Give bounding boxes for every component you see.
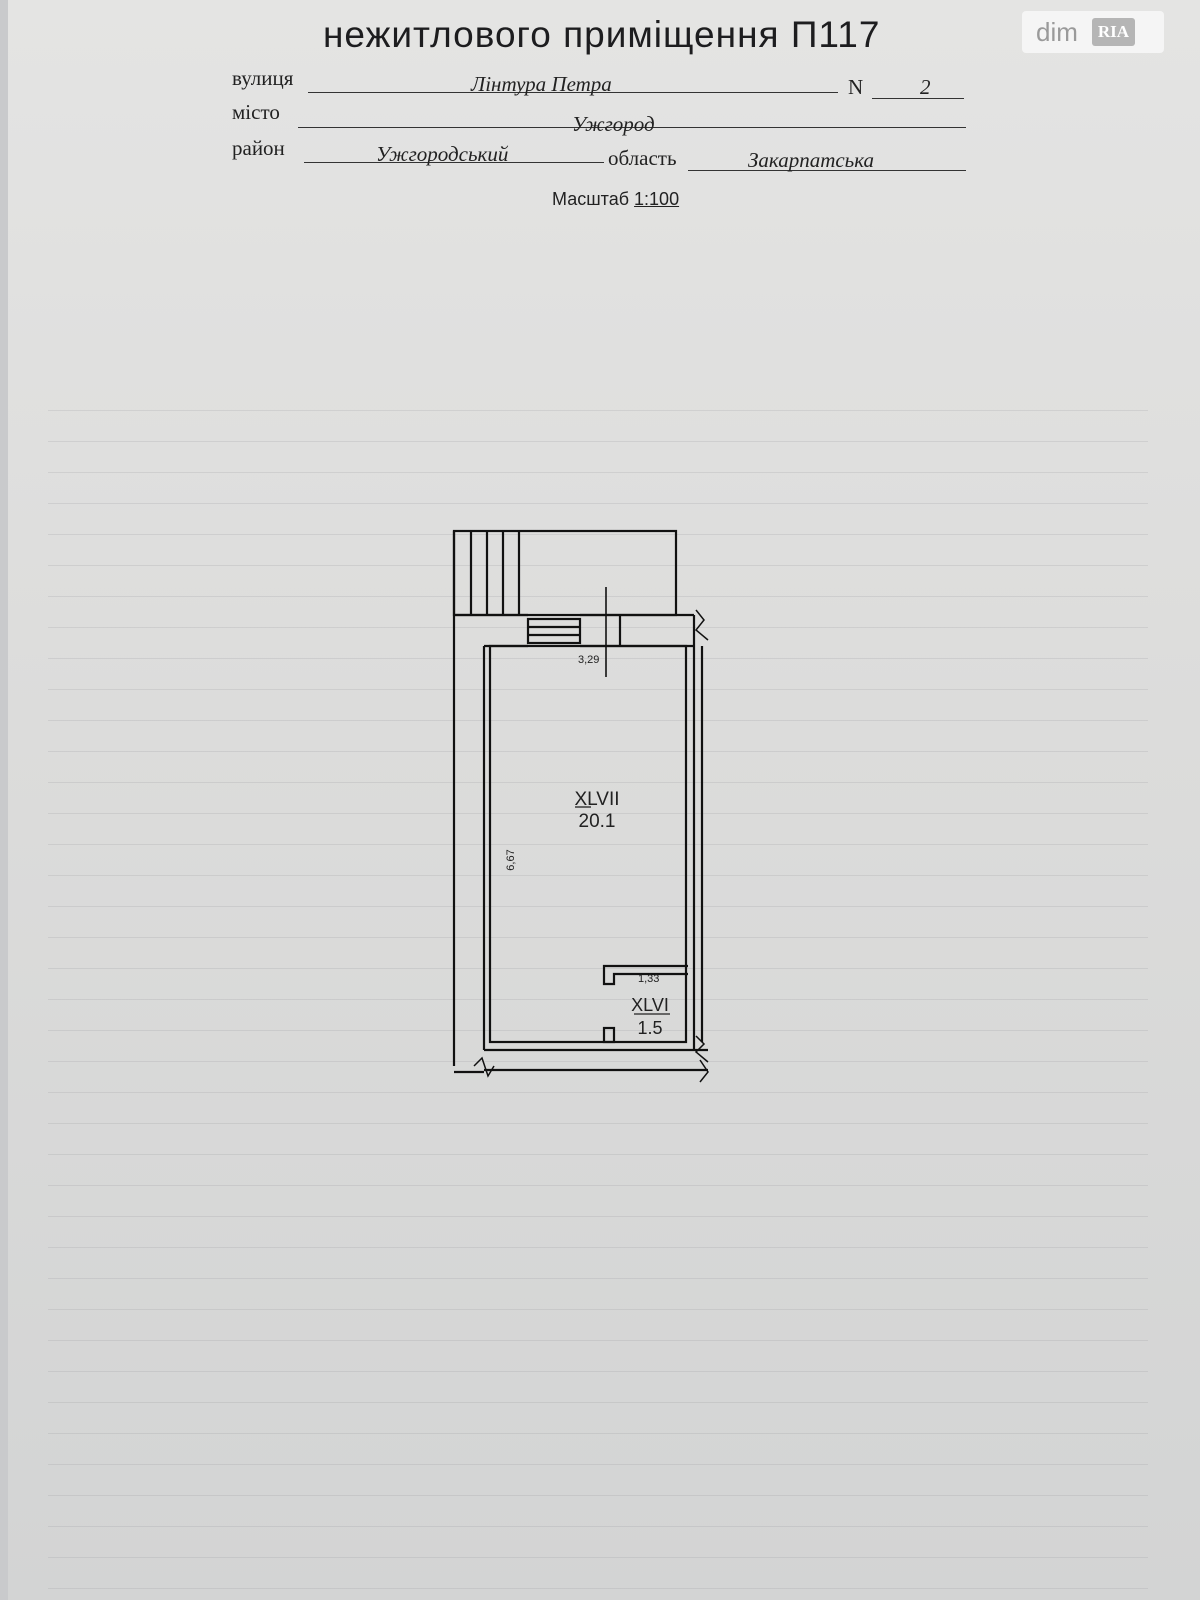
door-steps (526, 617, 582, 645)
dim-small: 1,33 (638, 973, 659, 985)
number-value: 2 (920, 75, 931, 99)
dim-ria-watermark: dim RIA (1022, 11, 1164, 53)
scale-note: Масштаб 1:100 (552, 189, 679, 210)
room-main-id: XLVII (574, 789, 619, 810)
dim-length: 6,67 (505, 849, 517, 870)
street-value: Лінтура Петра (471, 72, 612, 96)
region-underline (688, 170, 966, 171)
district-underline (304, 162, 604, 163)
street-underline (308, 92, 838, 93)
dim-width: 3,29 (578, 654, 599, 666)
city-underline (298, 127, 966, 128)
number-underline (872, 98, 964, 99)
region-label: область (608, 146, 677, 170)
region-value: Закарпатська (748, 148, 875, 172)
room-main-outline (488, 644, 688, 1044)
room-small-id: XLVI (631, 995, 669, 1015)
city-label: місто (232, 100, 280, 124)
street-label: вулиця (232, 66, 294, 90)
district-label: район (232, 136, 285, 160)
floor-plan: 3,29 1,33 6,67 XLVII 20.1 XLVI 1.5 (452, 529, 709, 1083)
room-main-area: 20.1 (579, 811, 616, 832)
room-small-partition (602, 964, 688, 986)
ria-logo: RIA (1091, 18, 1136, 46)
scale-value: 1:100 (634, 189, 680, 209)
room-small-area: 1.5 (637, 1018, 662, 1038)
document-sheet: нежитлового приміщення П117 вулиця Лінту… (8, 0, 1200, 1600)
scale-label: Масштаб (552, 189, 630, 209)
document-title: нежитлового приміщення П117 (323, 14, 881, 55)
dim-logo: dim (1036, 16, 1078, 47)
ruled-background (48, 380, 1148, 1600)
district-value: Ужгородський (376, 142, 509, 166)
city-value: Ужгород (572, 112, 655, 136)
number-label: N (848, 75, 864, 99)
